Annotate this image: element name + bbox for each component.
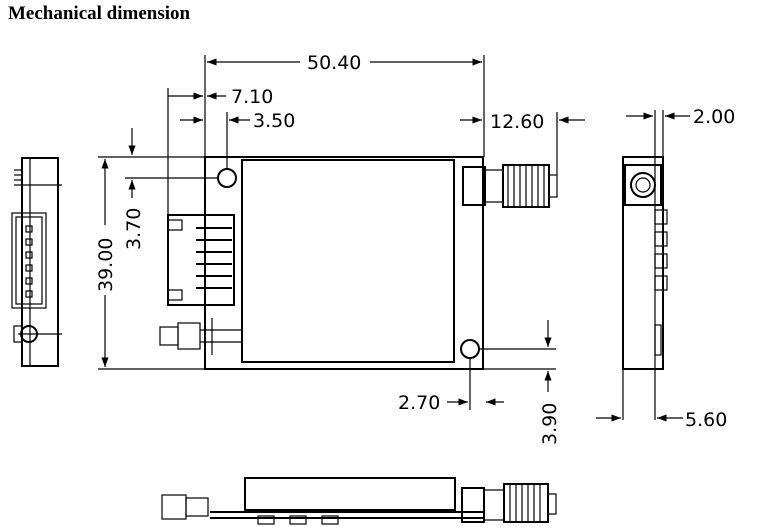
- dim-3-70: 3.70: [123, 208, 145, 250]
- dim-12-60: 12.60: [490, 111, 544, 133]
- main-top-view: [159, 156, 558, 370]
- dim-7-10: 7.10: [231, 86, 273, 108]
- dim-50-40: 50.40: [307, 52, 361, 74]
- dimension-connector-offset: 7.10: [167, 86, 273, 215]
- dimension-side-thickness: 2.00: [626, 106, 735, 128]
- dimension-overall-height: 39.00: [95, 156, 205, 370]
- dimension-overall-width: 50.40: [204, 52, 485, 157]
- dimension-hole2-offset-x: 2.70: [398, 358, 504, 414]
- dim-2-00: 2.00: [693, 106, 735, 128]
- dim-5-60: 5.60: [685, 409, 727, 431]
- bottom-view: [161, 477, 557, 525]
- dimension-side-depth: 5.60: [596, 409, 727, 431]
- dim-3-90: 3.90: [539, 403, 561, 445]
- dimension-antenna-length: 12.60: [460, 111, 585, 175]
- dim-3-50: 3.50: [253, 110, 295, 132]
- left-side-view: [11, 157, 62, 367]
- page-title: Mechanical dimension: [8, 3, 191, 24]
- right-side-view: [622, 110, 668, 420]
- dimension-hole-offset-y: 3.70: [123, 128, 218, 250]
- dimension-hole2-offset-y: 3.90: [479, 320, 561, 445]
- dim-2-70: 2.70: [398, 392, 440, 414]
- dimension-hole-offset-x: 3.50: [180, 110, 295, 170]
- dim-39-00: 39.00: [95, 238, 117, 292]
